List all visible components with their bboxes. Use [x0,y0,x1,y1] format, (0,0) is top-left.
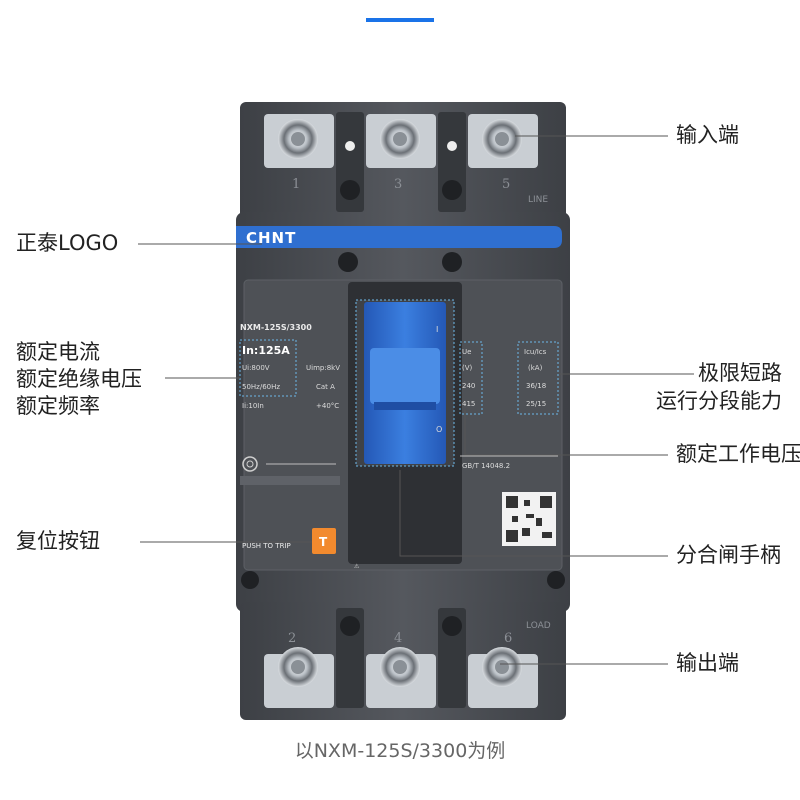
terminal-number-5: 5 [502,177,510,192]
ue-unit: (V) [462,364,473,372]
bottom-terminal-pockets [264,608,538,708]
label-handle: 分合闸手柄 [676,543,781,567]
load-text: LOAD [526,621,551,631]
rated-current-text: In:125A [242,344,290,357]
caption: 以NXM-125S/3300为例 [294,740,506,762]
svg-text:⚠: ⚠ [354,563,360,570]
icu-value-1: 36/18 [526,382,546,390]
category-text: Cat A [316,383,335,391]
top-terminal-pockets [264,112,538,212]
svg-text:O: O [436,425,442,434]
label-rated-current: 额定电流 [16,340,100,364]
label-rated-frequency: 额定频率 [16,394,100,418]
icu-header: Icu/Ics [524,348,547,356]
circuit-breaker-image: 1 3 5 LINE 2 4 6 LOAD CHNT NXM-125S/3300… [236,102,570,720]
label-rated-insulation-voltage: 额定绝缘电压 [16,367,142,391]
label-breaking-capacity: 运行分段能力 [656,389,782,413]
label-reset-button: 复位按钮 [16,529,100,553]
uimp-text: Uimp:8kV [306,364,340,372]
label-chint-logo: 正泰LOGO [16,231,119,255]
terminal-number-6: 6 [504,631,512,646]
standard-text: GB/T 14048.2 [462,462,510,470]
ue-header: Ue [462,348,471,356]
temperature-text: +40°C [316,402,339,410]
ue-value-1: 240 [462,382,475,390]
line-text: LINE [528,195,548,205]
ui-text: Ui:800V [242,364,270,372]
model-text: NXM-125S/3300 [240,323,312,332]
terminal-number-3: 3 [394,177,402,192]
title-accent-bar [366,18,434,22]
chint-logo: CHNT [246,229,296,247]
qr-code [502,492,556,546]
ue-value-2: 415 [462,400,475,408]
label-input-terminal: 输入端 [676,123,739,147]
icu-value-2: 25/15 [526,400,546,408]
push-to-trip-text: PUSH TO TRIP [242,542,291,550]
label-limit-short-circuit: 极限短路 [698,361,782,385]
label-output-terminal: 输出端 [676,651,739,675]
terminal-number-2: 2 [288,631,296,646]
icu-unit: (kA) [528,364,543,372]
terminal-number-1: 1 [292,177,300,192]
terminal-number-4: 4 [394,631,402,646]
frequency-text: 50Hz/60Hz [242,383,280,391]
svg-text:I: I [436,325,438,334]
label-rated-working-voltage: 额定工作电压 [676,442,800,466]
reset-button-letter: T [319,535,328,549]
ii-text: Ii:10In [242,402,264,410]
